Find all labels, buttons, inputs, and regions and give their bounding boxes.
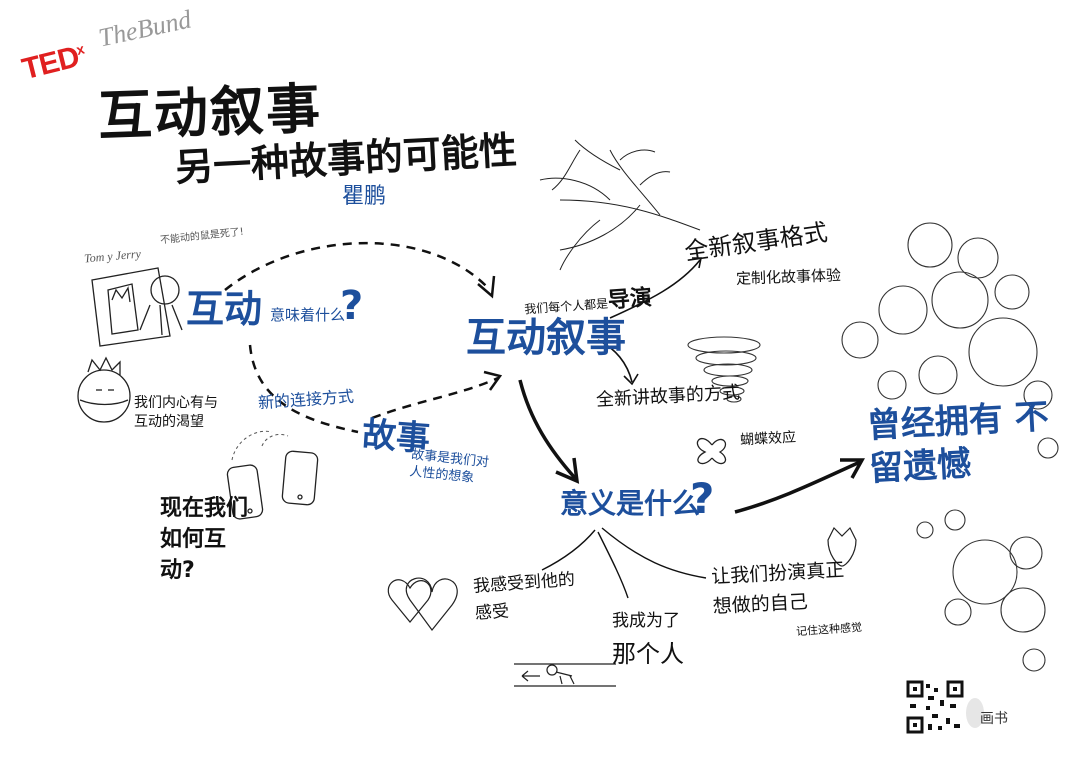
director-big: 导演: [607, 285, 653, 314]
branch-letme: [601, 527, 707, 579]
page-title: 互动叙事: [96, 77, 324, 148]
became-line1: 我成为了: [612, 611, 680, 631]
became-line2: 那个人: [612, 640, 684, 669]
arrow-center-to-meaning: [518, 379, 577, 480]
no-regret-node: 曾经拥有 不留遗憾: [865, 396, 1050, 489]
crowned-face-sketch: [77, 356, 131, 423]
butterfly-sketch: [696, 438, 727, 465]
arrowhead-format: [692, 257, 702, 269]
bubbles-sketch: [841, 222, 1059, 672]
dashed-arrow-top: [224, 241, 491, 291]
hearts-sketch: [387, 577, 458, 631]
tree-sketch: [539, 139, 701, 271]
phones-sketch: [226, 450, 319, 520]
meaning-question-mark: ?: [690, 474, 715, 523]
interaction-node: 互动: [186, 287, 263, 331]
author-name: 瞿鹏: [342, 184, 387, 209]
arrowhead-had: [840, 458, 865, 479]
became-note: 我成为了那个人: [612, 608, 712, 674]
interaction-question-mark: ?: [340, 283, 364, 329]
arrowhead-newway: [623, 373, 639, 386]
tornado-sketch: [687, 336, 761, 403]
meaning-node: 意义是什么: [560, 487, 701, 520]
arrowhead-top: [477, 275, 496, 299]
tv-sketch: [91, 267, 183, 347]
interaction-subtext: 意味着什么: [270, 306, 346, 324]
desire-note: 我们内心有与互动的渴望: [134, 395, 218, 430]
arrow-meaning-to-had: [734, 460, 861, 514]
now-how-note: 现在我们如何互动?: [160, 496, 249, 583]
branch-felt: [541, 529, 596, 571]
arrow-to-newway: [597, 339, 633, 383]
custom-experience-label: 定制化故事体验: [735, 266, 842, 288]
signal-dashes: [231, 430, 289, 461]
felt-note: 我感受到他的感受: [472, 569, 576, 624]
crawler-sketch: [514, 663, 616, 687]
arrowhead-lower: [483, 370, 503, 391]
butterfly-effect-label: 蝴蝶效应: [739, 429, 797, 449]
let-me-note: 让我们扮演真正想做的自己: [710, 558, 845, 619]
arrow-to-format: [609, 259, 701, 319]
branch-became: [597, 531, 629, 599]
brand-name: 画书: [980, 711, 1008, 727]
dashed-arrow-lower: [371, 376, 499, 420]
director-small: 我们每个人都是: [523, 296, 609, 317]
mask-sketch: [827, 526, 857, 567]
center-node: 互动叙事: [466, 315, 626, 361]
arrowhead-meaning: [555, 457, 580, 484]
qr-code-icon: [906, 680, 964, 734]
dashed-arrow-left: [248, 344, 359, 434]
brand-seal-icon: [966, 698, 984, 728]
